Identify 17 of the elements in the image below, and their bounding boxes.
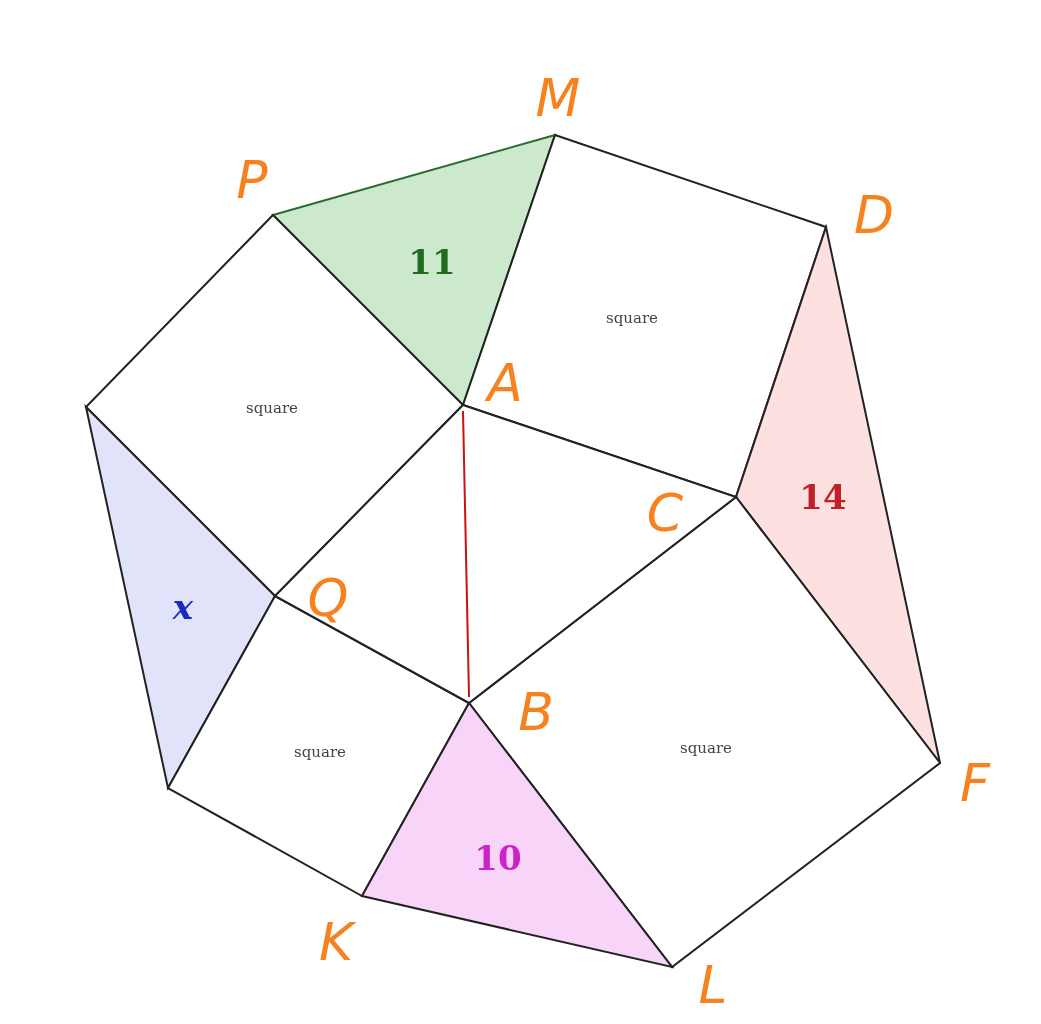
point-label: P [236, 154, 268, 206]
region-label: square [680, 739, 732, 757]
point-label: F [960, 757, 990, 809]
point-label: Q [307, 572, 349, 624]
point-label: B [518, 686, 554, 738]
point-label: C [646, 487, 684, 539]
region-label: square [294, 743, 346, 761]
point-label: M [535, 72, 581, 124]
area-value: x [172, 587, 194, 627]
area-value: 10 [474, 838, 522, 878]
point-label: D [854, 189, 894, 241]
point-label: K [318, 916, 354, 968]
area-value: 11 [408, 242, 456, 282]
region-label: square [606, 309, 658, 327]
region-label: square [246, 399, 298, 417]
point-label: L [698, 959, 728, 1011]
area-value: 14 [799, 477, 847, 517]
